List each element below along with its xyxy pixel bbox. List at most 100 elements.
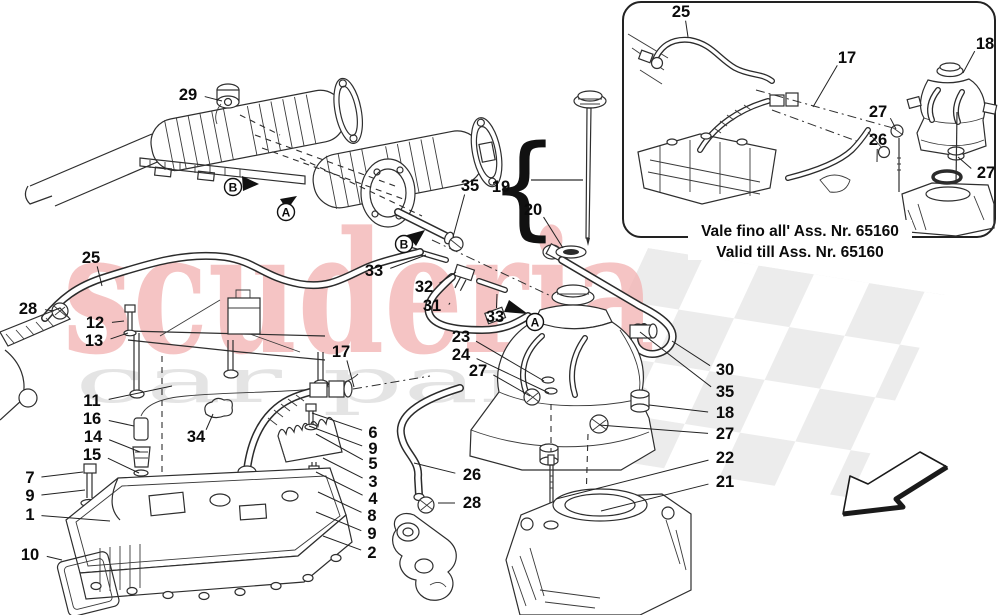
sensor-29-part xyxy=(215,83,240,125)
leader-line-24 xyxy=(476,358,550,394)
callout-label-27: 27 xyxy=(977,164,995,182)
leader-line-1 xyxy=(41,515,111,522)
leader-line-7 xyxy=(41,471,84,478)
leader-line-9 xyxy=(308,425,363,447)
callout-label-8: 8 xyxy=(367,507,376,525)
callout-label-6: 6 xyxy=(368,424,377,442)
inset-caption-italian: Vale fino all' Ass. Nr. 65160 xyxy=(701,223,899,240)
callout-label-18: 18 xyxy=(976,35,994,53)
breather-hoses-drawing xyxy=(41,243,677,358)
leader-line-27 xyxy=(493,374,531,397)
callout-label-9: 9 xyxy=(25,487,34,505)
view-marker-letter-B: B xyxy=(400,238,409,252)
callout-label-22: 22 xyxy=(716,449,734,467)
lower-center-drawing xyxy=(392,384,692,615)
leader-line-25 xyxy=(96,266,103,287)
leader-line-27 xyxy=(889,117,897,130)
leader-line-23 xyxy=(475,340,545,382)
callout-label-21: 21 xyxy=(716,473,734,491)
callout-label-17: 17 xyxy=(332,343,350,361)
leader-line-35 xyxy=(639,331,712,388)
callout-label-28: 28 xyxy=(19,300,37,318)
callout-label-17: 17 xyxy=(838,49,856,67)
callout-label-13: 13 xyxy=(85,332,103,350)
callout-label-25: 25 xyxy=(672,3,690,21)
leader-line-29 xyxy=(204,96,223,102)
intake-ducts-drawing xyxy=(24,77,554,314)
callout-label-27: 27 xyxy=(869,103,887,121)
dipstick-drawing xyxy=(531,90,607,259)
leader-line-30 xyxy=(671,340,711,367)
view-arrow-a2 xyxy=(504,300,528,314)
leader-line-33 xyxy=(495,293,498,309)
view-marker-circle-B xyxy=(223,177,243,197)
callout-label-9: 9 xyxy=(367,525,376,543)
leader-line-10 xyxy=(46,555,63,561)
leader-line-22 xyxy=(555,459,709,500)
leader-line-20 xyxy=(543,216,564,249)
callout-label-35: 35 xyxy=(716,383,734,401)
callout-label-24: 24 xyxy=(452,346,471,364)
callout-label-12: 12 xyxy=(86,314,104,332)
view-arrow-a1 xyxy=(280,196,297,210)
callout-label-2: 2 xyxy=(367,544,376,562)
leader-line-2 xyxy=(322,535,362,551)
caption-backplate xyxy=(688,220,912,260)
inset-drawing xyxy=(627,33,998,237)
callout-label-33: 33 xyxy=(486,308,504,326)
view-arrow-b2 xyxy=(407,230,425,246)
view-arrow-b1 xyxy=(242,176,259,191)
leader-line-25 xyxy=(685,20,689,38)
callout-label-9: 9 xyxy=(368,440,377,458)
callout-label-11: 11 xyxy=(83,392,100,410)
callout-label-20: 20 xyxy=(524,201,542,219)
callout-label-15: 15 xyxy=(83,446,101,464)
leader-line-8 xyxy=(317,491,362,513)
callout-label-28: 28 xyxy=(463,494,481,512)
oil-tank-drawing xyxy=(469,284,658,523)
leader-line-35 xyxy=(452,194,466,238)
callout-label-10: 10 xyxy=(21,546,39,564)
leader-line-15 xyxy=(107,457,140,474)
callout-label-33: 33 xyxy=(365,262,383,280)
inset-caption-english: Valid till Ass. Nr. 65160 xyxy=(716,244,883,261)
brace-19: { xyxy=(488,122,559,252)
callout-label-30: 30 xyxy=(716,361,734,379)
leader-line-5 xyxy=(315,433,364,461)
callout-label-14: 14 xyxy=(84,428,103,446)
leader-line-17 xyxy=(346,360,355,388)
leader-line-3 xyxy=(322,457,363,479)
leader-line-16 xyxy=(108,419,135,427)
callout-label-19: 19 xyxy=(492,178,510,196)
leader-line-12 xyxy=(111,320,125,323)
leader-line-34 xyxy=(205,413,214,430)
callout-labels-layer: 2925281213111614157911034176953489226283… xyxy=(19,3,995,564)
callout-label-7: 7 xyxy=(25,469,34,487)
leader-line-13 xyxy=(110,332,129,340)
leader-line-6 xyxy=(311,412,363,431)
callout-label-26: 26 xyxy=(869,131,887,149)
heat-exchanger-drawing xyxy=(0,289,431,615)
callout-label-27: 27 xyxy=(469,362,487,380)
leader-line-28 xyxy=(44,309,55,312)
leader-line-21 xyxy=(600,483,709,512)
leader-line-32 xyxy=(439,271,457,284)
leader-line-14 xyxy=(109,439,141,453)
callout-label-35: 35 xyxy=(461,177,479,195)
callout-label-31: 31 xyxy=(423,297,441,315)
callout-label-25: 25 xyxy=(82,249,100,267)
leader-line-31 xyxy=(448,302,451,305)
callout-label-16: 16 xyxy=(83,410,101,428)
leader-line-9 xyxy=(315,511,362,532)
callout-label-3: 3 xyxy=(368,473,377,491)
leader-line-17 xyxy=(812,65,838,108)
leader-line-4 xyxy=(315,471,363,496)
callout-label-1: 1 xyxy=(25,506,34,524)
view-marker-letter-B: B xyxy=(229,181,238,195)
leader-line-27 xyxy=(957,156,972,169)
view-marker-letter-A: A xyxy=(282,206,291,220)
view-marker-circle-A xyxy=(276,202,296,222)
